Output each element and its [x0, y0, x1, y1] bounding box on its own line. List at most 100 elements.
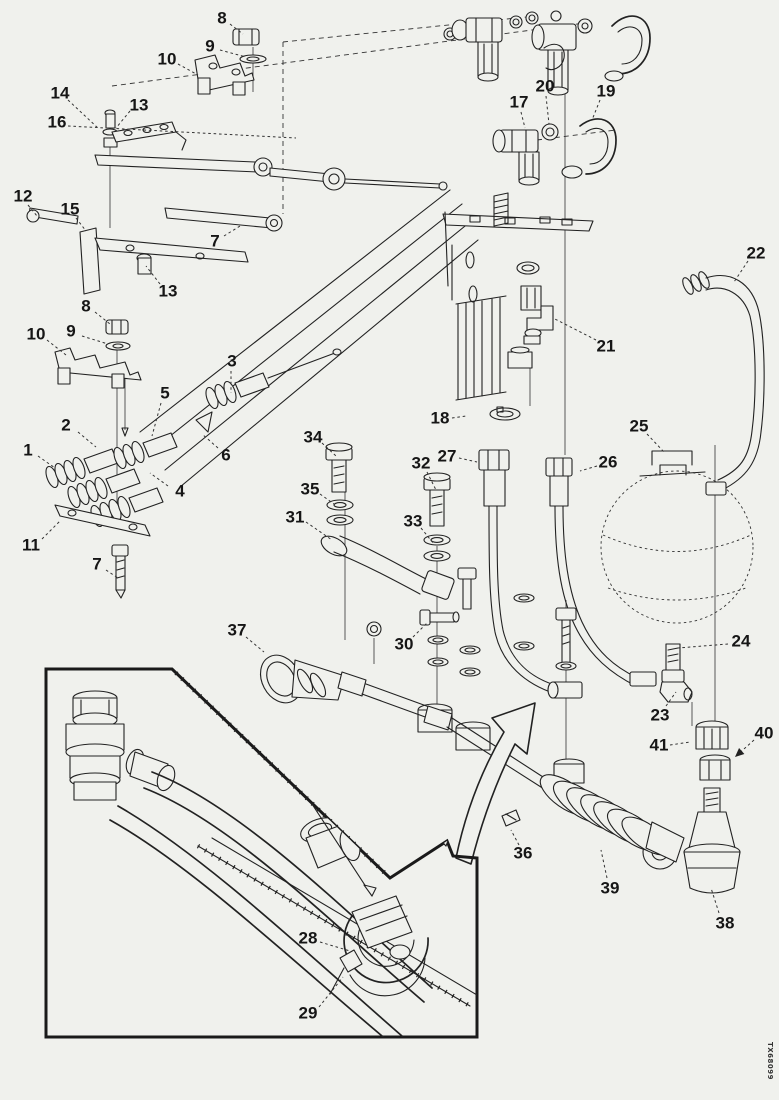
callout-leader-18: [451, 415, 467, 419]
callout-leader-13: [145, 265, 161, 285]
clamp-35: [326, 499, 354, 511]
callout-leader-41: [669, 741, 691, 746]
callout-label-17-21: 17: [510, 93, 529, 112]
callout-leader-2: [77, 431, 97, 448]
callout-label-35-39: 35: [301, 480, 320, 499]
callout-leader-39: [600, 849, 608, 879]
callout-leader-11: [41, 520, 61, 540]
callout-leader-33: [420, 527, 435, 545]
callout-leader-32: [426, 471, 437, 491]
lever-assembly: [26, 154, 448, 295]
accumulator-25: [600, 450, 754, 624]
callout-leader-16: [67, 125, 297, 139]
callout-label-9-11: 9: [66, 322, 75, 341]
callout-label-15-19: 15: [61, 200, 80, 219]
callout-label-40-44: 40: [755, 724, 774, 743]
clamp-plate-11: [54, 504, 151, 537]
callout-leader-27: [458, 457, 478, 463]
callout-leader-12: [27, 204, 38, 217]
callout-leader-1: [37, 455, 56, 469]
small-bolts: [457, 567, 577, 665]
callout-label-27-31: 27: [438, 447, 457, 466]
callout-label-25-29: 25: [630, 417, 649, 436]
callout-leader-29: [318, 976, 344, 1008]
callout-label-30-34: 30: [395, 635, 414, 654]
callout-label-23-27: 23: [651, 706, 670, 725]
clamp-33: [423, 534, 451, 546]
inset-side-fitting: [125, 748, 176, 792]
callout-arrowhead-40: [735, 748, 745, 757]
bolt-34: [325, 442, 353, 493]
hose-27: [478, 449, 583, 699]
elbow-fitting-21: [520, 285, 554, 345]
callout-label-18-22: 18: [431, 409, 450, 428]
injector-1: [45, 448, 119, 489]
inset-fitting: [300, 817, 361, 869]
callout-leader-8: [94, 311, 111, 325]
callout-leader-38: [710, 887, 720, 914]
callout-label-26-30: 26: [599, 453, 618, 472]
injection-line-cluster: [45, 319, 342, 599]
callout-leader-7: [105, 569, 119, 579]
callout-leader-26: [579, 465, 598, 472]
tie-rod-end-38: [642, 787, 741, 894]
callout-leader-19: [591, 99, 601, 121]
clamp-18: [489, 406, 521, 421]
callout-leader-15: [75, 217, 87, 232]
top-fitting-row: [443, 10, 651, 96]
callout-label-11-14: 11: [22, 536, 40, 555]
callout-label-38-42: 38: [716, 914, 735, 933]
pipe-22: [682, 271, 765, 496]
callout-label-14-18: 14: [51, 84, 70, 103]
callout-label-32-36: 32: [412, 454, 431, 473]
callout-label-3-2: 3: [227, 352, 236, 371]
coil-clamp-28: [343, 895, 429, 997]
bolt-32: [423, 472, 451, 527]
detail-arrow: [455, 702, 536, 865]
callout-label-20-24: 20: [536, 77, 555, 96]
castle-nut-41: [695, 720, 729, 750]
callout-label-19-23: 19: [597, 82, 616, 101]
callout-leader-10: [177, 63, 199, 76]
hex-nut-40: [699, 754, 731, 781]
callout-label-12-15: 12: [14, 187, 33, 206]
callout-label-2-1: 2: [61, 416, 70, 435]
callout-label-7-7: 7: [92, 555, 101, 574]
injector-4: [113, 432, 178, 470]
callout-label-28-32: 28: [299, 929, 318, 948]
spring: [493, 192, 509, 227]
hose-31: [320, 535, 455, 600]
callout-leader-37: [245, 636, 265, 653]
nozzle-3: [205, 348, 342, 410]
callout-label-6-5: 6: [221, 446, 230, 465]
callout-leader-14: [67, 99, 100, 130]
grease-fitting-23-24: [659, 643, 693, 703]
callout-label-41-45: 41: [650, 736, 669, 755]
callout-leader-7: [223, 225, 241, 237]
bolt-30: [419, 609, 460, 626]
nozzle-cone-6: [195, 411, 213, 433]
bolt-7: [111, 544, 129, 599]
top-left-cluster: [102, 28, 267, 151]
inset-detail-box: [44, 667, 479, 1039]
callout-layer: 1234567788991010111213131415161718192021…: [14, 9, 774, 1023]
callout-label-9-10: 9: [205, 37, 214, 56]
callout-label-34-38: 34: [304, 428, 323, 447]
inset-cylinder-stack: [65, 690, 125, 801]
clip-36: [501, 809, 521, 827]
callout-leader-21: [552, 317, 597, 341]
inset-contents: [65, 690, 477, 1037]
callout-leader-24: [677, 643, 729, 649]
callout-leader-40: [734, 739, 755, 758]
callout-label-33-37: 33: [404, 512, 423, 531]
right-lower-group: [501, 643, 741, 894]
injector-rods: [139, 189, 479, 488]
inset-steering-rod: [196, 837, 477, 1008]
callout-label-8-8: 8: [217, 9, 226, 28]
hose-union: [507, 351, 533, 369]
callout-label-16-20: 16: [48, 113, 67, 132]
callout-leader-10: [46, 339, 67, 356]
callout-label-39-43: 39: [601, 879, 620, 898]
